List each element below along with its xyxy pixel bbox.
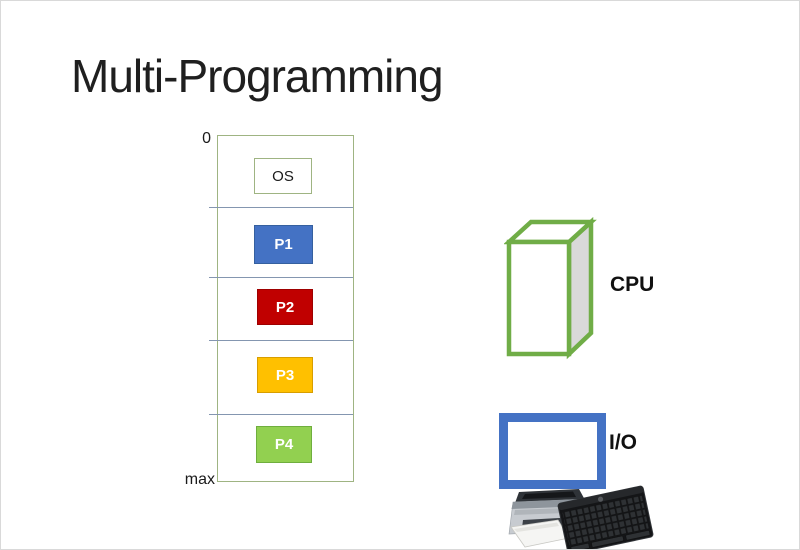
keyboard-icon <box>557 485 654 549</box>
memory-divider <box>209 414 353 415</box>
process-box-p4: P4 <box>256 426 312 463</box>
process-box-p3: P3 <box>257 357 313 393</box>
os-box: OS <box>254 158 312 194</box>
io-label: I/O <box>609 431 638 454</box>
process-box-p1: P1 <box>254 225 313 264</box>
cpu-label: CPU <box>610 273 655 296</box>
memory-start-label: 0 <box>202 130 211 147</box>
memory-divider <box>209 207 353 208</box>
memory-end-label: max <box>184 471 215 488</box>
process-box-p2: P2 <box>257 289 313 325</box>
memory-divider <box>209 277 353 278</box>
page-title: Multi-Programming <box>71 50 444 102</box>
io-box <box>499 413 606 489</box>
cpu-icon <box>504 217 597 360</box>
memory-column: OS P1 P2 P3 P4 <box>209 135 354 482</box>
memory-divider <box>209 340 353 341</box>
